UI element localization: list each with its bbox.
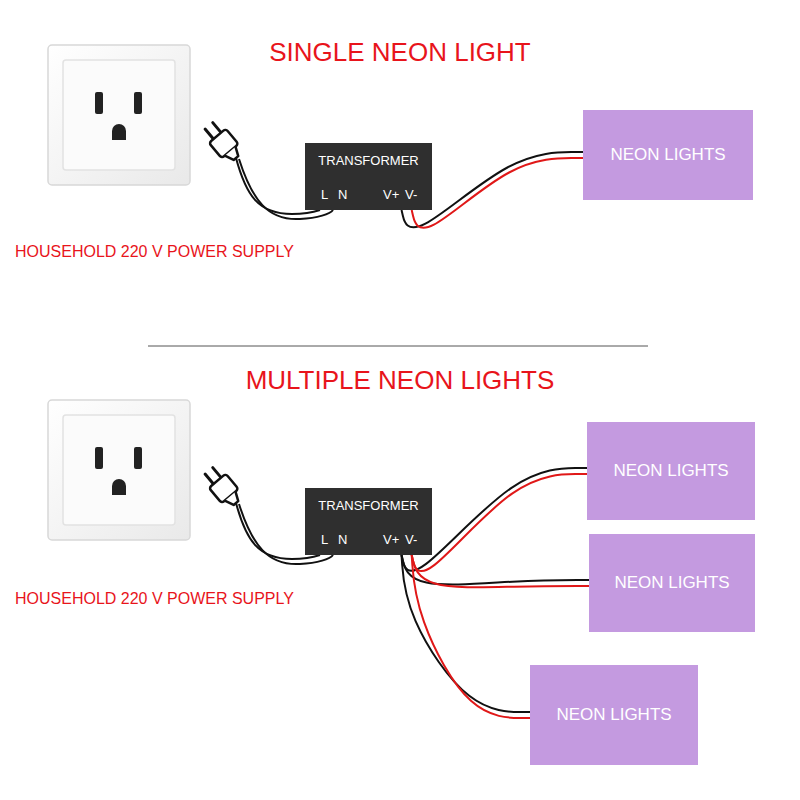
supply-label: HOUSEHOLD 220 V POWER SUPPLY bbox=[15, 590, 294, 608]
neon-light-box: NEON LIGHTS bbox=[530, 665, 698, 765]
wire bbox=[402, 555, 530, 712]
wire-pair bbox=[402, 555, 589, 587]
terminal-label: N bbox=[338, 187, 347, 202]
transformer-box: TRANSFORMER LN V+ V- bbox=[305, 143, 432, 210]
plug-icon bbox=[201, 464, 245, 510]
light-name: NEON LIGHTS bbox=[613, 461, 728, 481]
wire-pair bbox=[402, 555, 530, 718]
neon-light-box: NEON LIGHTS bbox=[589, 534, 755, 632]
wire bbox=[412, 158, 583, 228]
neon-light-box: NEON LIGHTS bbox=[587, 422, 755, 520]
light-name: NEON LIGHTS bbox=[610, 145, 725, 165]
wire bbox=[412, 555, 589, 587]
supply-label: HOUSEHOLD 220 V POWER SUPPLY bbox=[15, 243, 294, 261]
wall-outlet bbox=[48, 400, 190, 540]
device-name: TRANSFORMER bbox=[318, 498, 418, 513]
neon-light-box: NEON LIGHTS bbox=[583, 110, 753, 200]
device-name: TRANSFORMER bbox=[318, 153, 418, 168]
wire bbox=[412, 555, 530, 718]
terminal-label: L bbox=[321, 532, 328, 547]
wall-outlet bbox=[48, 45, 190, 185]
wire bbox=[402, 555, 589, 585]
terminal-label: V- bbox=[405, 187, 417, 202]
divider-line bbox=[148, 346, 648, 347]
terminal-label: V+ bbox=[383, 532, 399, 547]
light-name: NEON LIGHTS bbox=[556, 705, 671, 725]
plug-icon bbox=[201, 119, 245, 165]
terminal-label: V- bbox=[405, 532, 417, 547]
terminal-label: V+ bbox=[383, 187, 399, 202]
terminal-label: N bbox=[338, 532, 347, 547]
transformer-box: TRANSFORMER LN V+ V- bbox=[305, 488, 432, 555]
section-heading: MULTIPLE NEON LIGHTS bbox=[246, 365, 555, 396]
terminal-label: L bbox=[321, 187, 328, 202]
section-heading: SINGLE NEON LIGHT bbox=[269, 37, 531, 68]
wire bbox=[412, 474, 587, 571]
light-name: NEON LIGHTS bbox=[614, 573, 729, 593]
